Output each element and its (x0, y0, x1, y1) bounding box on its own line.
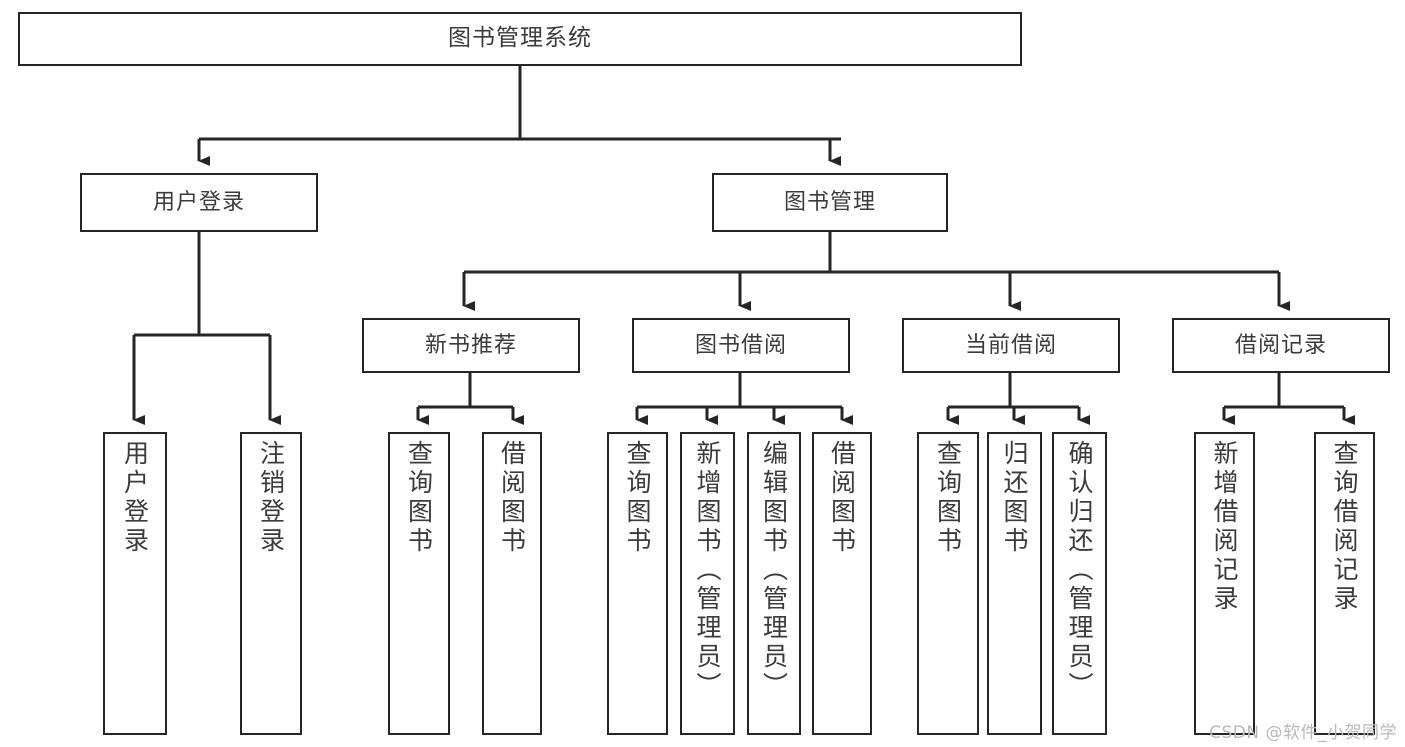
node-label: 借阅图书 (497, 440, 527, 556)
node-book-management[interactable]: 图书管理 (712, 173, 948, 232)
leaf-current-borrow-return-book[interactable]: 归还图书 (987, 432, 1042, 735)
node-label: 查询图书 (623, 440, 652, 556)
node-current-borrow[interactable]: 当前借阅 (902, 318, 1120, 373)
node-label: 借阅图书 (827, 440, 857, 556)
node-new-book-recommend[interactable]: 新书推荐 (362, 318, 580, 373)
node-root-book-management-system[interactable]: 图书管理系统 (18, 12, 1022, 66)
node-label: 新书推荐 (424, 332, 517, 358)
node-label: 查询图书 (933, 440, 963, 556)
node-label: 用户登录 (120, 440, 150, 556)
leaf-user-login-logout[interactable]: 注销登录 (240, 432, 302, 735)
leaf-current-borrow-confirm-return-admin[interactable]: 确认归还（管理员） (1052, 432, 1107, 735)
node-label: 新增借阅记录 (1210, 440, 1239, 614)
node-user-login[interactable]: 用户登录 (80, 173, 318, 232)
node-label: 查询图书 (404, 440, 434, 556)
node-label: 图书管理 (783, 189, 876, 215)
csdn-watermark: CSDN @软件_小贺同学 (1209, 723, 1397, 743)
node-label: 确认归还（管理员） (1065, 440, 1094, 701)
leaf-current-borrow-query-book[interactable]: 查询图书 (917, 432, 979, 735)
leaf-new-book-borrow-book[interactable]: 借阅图书 (482, 432, 542, 735)
leaf-borrow-record-query-record[interactable]: 查询借阅记录 (1314, 432, 1375, 735)
node-label: 编辑图书（管理员） (759, 440, 789, 701)
node-book-borrow[interactable]: 图书借阅 (632, 318, 850, 373)
node-label: 查询借阅记录 (1330, 440, 1359, 614)
leaf-book-borrow-edit-book-admin[interactable]: 编辑图书（管理员） (747, 432, 801, 735)
node-borrow-record[interactable]: 借阅记录 (1172, 318, 1390, 373)
leaf-new-book-query-book[interactable]: 查询图书 (388, 432, 450, 735)
node-label: 注销登录 (256, 440, 286, 556)
leaf-book-borrow-add-book-admin[interactable]: 新增图书（管理员） (680, 432, 735, 735)
node-label: 用户登录 (152, 189, 245, 215)
node-label: 新增图书（管理员） (693, 440, 722, 701)
node-label: 归还图书 (1000, 440, 1029, 556)
node-label: 图书管理系统 (448, 25, 592, 52)
node-label: 当前借阅 (964, 332, 1057, 358)
leaf-user-login-login[interactable]: 用户登录 (103, 432, 167, 735)
node-label: 图书借阅 (694, 332, 787, 358)
leaf-book-borrow-query-book[interactable]: 查询图书 (607, 432, 668, 735)
leaf-borrow-record-add-record[interactable]: 新增借阅记录 (1194, 432, 1255, 735)
node-label: 借阅记录 (1234, 332, 1327, 358)
leaf-book-borrow-borrow-book[interactable]: 借阅图书 (812, 432, 872, 735)
